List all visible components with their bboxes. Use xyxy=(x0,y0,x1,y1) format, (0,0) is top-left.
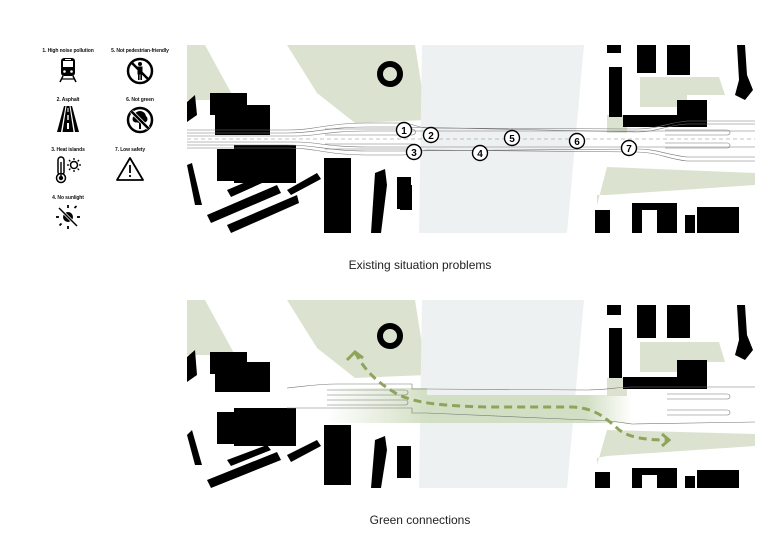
park-area xyxy=(597,167,755,205)
existing-situation-map: 1 2 3 4 5 6 7 xyxy=(187,45,755,233)
thermometer-sun-icon xyxy=(55,156,81,184)
buildings-left xyxy=(187,93,412,233)
buildings-left xyxy=(187,350,411,488)
marker-4[interactable]: 4 xyxy=(471,144,489,162)
marker-label: 7 xyxy=(626,144,632,155)
green-corridor-fade xyxy=(587,395,632,423)
road xyxy=(286,383,755,425)
legend-item-heat-islands: 3. Heat islands xyxy=(33,147,103,184)
park-area xyxy=(640,342,725,372)
legend-label: 7. Low safety xyxy=(114,147,146,153)
legend-label: 3. Heat islands xyxy=(51,147,85,153)
marker-label: 4 xyxy=(477,149,483,160)
legend-label: 4. No sunlight xyxy=(52,195,84,201)
no-sun-icon xyxy=(56,205,80,229)
arrow-head-icon xyxy=(345,350,364,362)
river xyxy=(419,300,584,488)
legend-item-not-pedestrian-friendly: 5. Not pedestrian-friendly xyxy=(100,48,180,85)
river xyxy=(419,45,584,233)
legend-label: 5. Not pedestrian-friendly xyxy=(111,48,169,54)
no-tree-icon xyxy=(126,106,154,134)
warning-icon xyxy=(116,157,144,181)
marker-label: 3 xyxy=(411,148,417,159)
marker-1[interactable]: 1 xyxy=(395,121,413,139)
legend-label: 6. Not green xyxy=(126,97,154,103)
legend-item-not-green: 6. Not green xyxy=(100,97,180,134)
park-area xyxy=(597,430,755,465)
legend-label: 1. High noise pollution xyxy=(42,48,94,54)
park-area xyxy=(187,45,235,100)
park-area xyxy=(607,378,627,396)
park-area xyxy=(640,77,725,107)
marker-7[interactable]: 7 xyxy=(620,139,638,157)
round-building xyxy=(377,323,403,349)
marker-label: 1 xyxy=(401,126,407,137)
green-corridor-fade xyxy=(327,388,427,423)
buildings-right xyxy=(595,305,753,488)
green-connections-map xyxy=(187,300,755,488)
buildings-right xyxy=(595,45,753,233)
round-building xyxy=(377,61,403,87)
marker-label: 2 xyxy=(428,131,434,142)
legend-item-noise: 1. High noise pollution xyxy=(33,48,103,83)
park-area xyxy=(287,300,427,378)
no-pedestrian-icon xyxy=(126,57,154,85)
road-icon xyxy=(57,106,79,132)
legend-item-asphalt: 2. Asphalt xyxy=(33,97,103,132)
legend-item-low-safety: 7. Low safety xyxy=(90,147,170,182)
legend-item-no-sunlight: 4. No sunlight xyxy=(33,195,103,230)
marker-5[interactable]: 5 xyxy=(503,129,521,147)
green-corridor xyxy=(427,395,587,423)
legend-label: 2. Asphalt xyxy=(56,97,80,103)
park-area xyxy=(287,45,427,123)
park-area xyxy=(187,300,235,355)
existing-situation-caption: Existing situation problems xyxy=(348,258,492,272)
arrow-head-icon xyxy=(661,432,672,448)
train-icon xyxy=(59,58,77,83)
green-connections-caption: Green connections xyxy=(369,513,471,527)
marker-label: 5 xyxy=(509,134,515,145)
road xyxy=(187,120,755,162)
park-area xyxy=(607,115,627,133)
problem-markers: 1 2 3 4 5 6 7 xyxy=(395,121,638,162)
marker-label: 6 xyxy=(574,137,580,148)
marker-6[interactable]: 6 xyxy=(568,132,586,150)
marker-2[interactable]: 2 xyxy=(422,126,440,144)
marker-3[interactable]: 3 xyxy=(405,143,423,161)
